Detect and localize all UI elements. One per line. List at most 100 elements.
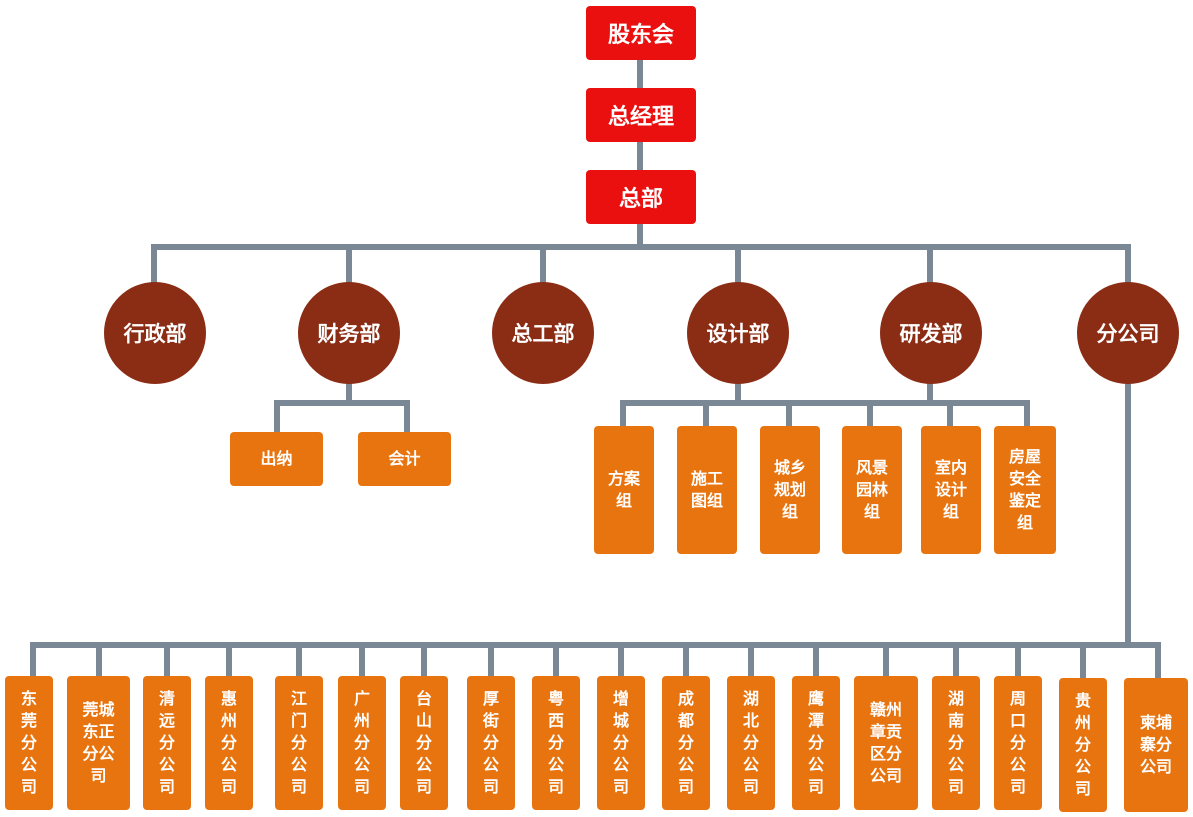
branch-office: 惠州分公司 [205,676,253,810]
connector [813,642,819,676]
connector [927,244,933,284]
connector [786,400,792,428]
branch-office: 东莞分公司 [5,676,53,810]
department-finance: 财务部 [298,282,400,384]
connector [346,244,352,284]
branch-office: 台山分公司 [400,676,448,810]
connector [421,642,427,676]
connector [1125,380,1131,648]
connector [404,400,410,434]
branch-office-label: 莞城东正分公司 [82,700,115,785]
connector [346,380,352,404]
connector [359,642,365,676]
connector [867,400,873,428]
connector [30,642,1161,648]
branch-office: 江门分公司 [275,676,323,810]
connector [620,400,626,428]
branch-office: 清远分公司 [143,676,191,810]
branch-office-label: 湖南分公司 [947,689,964,796]
connector [618,642,624,676]
design-group: 房屋安全鉴定组 [994,426,1056,554]
branch-office-label: 台山分公司 [415,689,432,796]
connector [748,642,754,676]
connector [927,380,933,404]
branch-office: 成都分公司 [662,676,710,810]
design-group-label: 室内设计组 [934,458,967,521]
connector [274,400,280,434]
branch-office: 湖南分公司 [932,676,980,810]
connector [488,642,494,676]
branch-office: 莞城东正分公司 [67,676,130,810]
branch-office-label: 贵州分公司 [1074,691,1091,798]
connector [1015,642,1021,676]
connector [226,642,232,676]
branch-office-label: 粤西分公司 [547,689,564,796]
connector [735,380,741,404]
design-group: 城乡规划组 [760,426,820,554]
design-group: 方案组 [594,426,654,554]
branch-office-label: 清远分公司 [158,689,175,796]
branch-office-label: 东莞分公司 [20,689,37,796]
design-group: 室内设计组 [921,426,981,554]
branch-office: 赣州章贡区分公司 [854,676,918,810]
connector [703,400,709,428]
department-rnd: 研发部 [880,282,982,384]
connector [883,642,889,676]
branch-office: 广州分公司 [338,676,386,810]
branch-office-label: 厚街分公司 [482,689,499,796]
finance-unit-cashier: 出纳 [230,432,323,486]
design-group-label: 城乡规划组 [773,458,806,521]
branch-office-label: 惠州分公司 [220,689,237,796]
branch-office: 鹰潭分公司 [792,676,840,810]
design-group-label: 房屋安全鉴定组 [1008,447,1041,532]
connector [637,222,643,250]
branch-office-label: 江门分公司 [290,689,307,796]
branch-office-label: 增城分公司 [612,689,629,796]
branch-office-label: 湖北分公司 [742,689,759,796]
connector [1155,642,1161,678]
design-group-label: 施工图组 [690,469,723,510]
design-group: 风景园林组 [842,426,902,554]
connector [540,244,546,284]
connector [953,642,959,676]
design-group: 施工图组 [677,426,737,554]
branch-office: 柬埔寨分公司 [1124,678,1188,812]
connector [637,58,643,88]
department-branches: 分公司 [1077,282,1179,384]
branch-office-label: 广州分公司 [353,689,370,796]
connector [1024,400,1030,428]
connector [164,642,170,676]
branch-office-label: 柬埔寨分公司 [1139,713,1172,776]
connector [1080,642,1086,678]
design-group-label: 方案组 [607,469,640,510]
headquarters-box: 总部 [586,170,696,224]
connector [620,400,1030,406]
connector [683,642,689,676]
connector [96,642,102,676]
design-group-label: 风景园林组 [855,458,888,521]
branch-office-label: 周口分公司 [1009,689,1026,796]
department-chief-engineer: 总工部 [492,282,594,384]
connector [1125,244,1131,284]
branch-office-label: 鹰潭分公司 [807,689,824,796]
branch-office: 粤西分公司 [532,676,580,810]
department-admin: 行政部 [104,282,206,384]
connector [274,400,410,406]
connector [151,244,1131,250]
branch-office: 贵州分公司 [1059,678,1107,812]
shareholders-box: 股东会 [586,6,696,60]
connector [296,642,302,676]
connector [637,140,643,170]
branch-office-label: 赣州章贡区分公司 [869,700,902,785]
branch-office: 周口分公司 [994,676,1042,810]
finance-unit-accounting: 会计 [358,432,451,486]
branch-office: 厚街分公司 [467,676,515,810]
connector [947,400,953,428]
department-design: 设计部 [687,282,789,384]
connector [553,642,559,676]
branch-office-label: 成都分公司 [677,689,694,796]
connector [30,642,36,676]
connector [151,244,157,284]
branch-office: 湖北分公司 [727,676,775,810]
general-manager-box: 总经理 [586,88,696,142]
